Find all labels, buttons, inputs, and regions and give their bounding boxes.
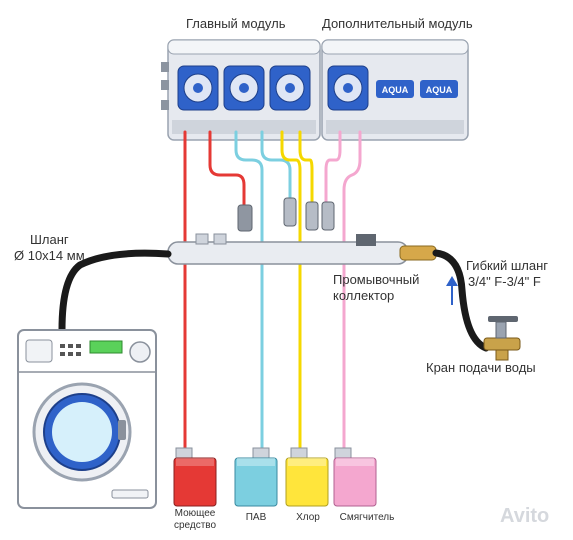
extra-module: AQUA AQUA: [321, 39, 469, 141]
hose-label-line2: Ø 10x14 мм: [14, 248, 85, 263]
canister-surfactant: [234, 447, 278, 507]
pump-head: [269, 65, 311, 111]
brand-badge: AQUA: [420, 80, 458, 98]
pink-tube: [324, 130, 342, 207]
dosing-tubes: [183, 130, 362, 457]
canister-chlorine: [285, 447, 329, 507]
cyan-tube: [234, 130, 264, 457]
extra-module-label: Дополнительный модуль: [322, 16, 473, 31]
washing-machine: [17, 329, 157, 509]
brand-badge-text: AQUA: [382, 85, 409, 95]
pump-head: [177, 65, 219, 111]
canister-softener-label: Смягчитель: [339, 512, 395, 523]
hose-label-line1: Шланг: [30, 232, 69, 247]
canister-chlorine-label: Хлор: [296, 512, 320, 523]
display-screen: [89, 340, 123, 354]
flex-hose: [432, 249, 490, 352]
collector-label-line2: коллектор: [333, 288, 395, 303]
brand-badge: AQUA: [376, 80, 414, 98]
red-tube: [208, 130, 246, 212]
water-hoses: [58, 249, 490, 352]
pump-head: [327, 65, 369, 111]
avito-watermark: Avito: [500, 505, 550, 527]
canister-softener: [333, 447, 377, 507]
canister-detergent-label-line1: Моющее: [174, 508, 216, 519]
flush-collector: [167, 233, 437, 265]
pink-tube: [342, 130, 362, 457]
yellow-tube: [280, 130, 302, 457]
dial-knob: [129, 341, 151, 363]
flex-hose-label-line1: Гибкий шланг: [466, 258, 549, 273]
canister-surfactant-label: ПАВ: [245, 512, 267, 523]
brand-badge-text: AQUA: [426, 85, 453, 95]
control-buttons: [60, 344, 81, 356]
cyan-tube: [260, 130, 292, 202]
canister-detergent: [173, 447, 217, 507]
pump-head: [223, 65, 265, 111]
water-valve: [483, 316, 521, 361]
flow-arrow-icon: [446, 276, 458, 305]
flex-hose-label-line2: 3/4" F-3/4" F: [468, 274, 541, 289]
check-valves: [237, 197, 335, 232]
main-module-label: Главный модуль: [186, 16, 286, 31]
yellow-tube: [298, 130, 314, 207]
collector-label-line1: Промывочный: [333, 272, 420, 287]
drain-hose: [58, 249, 172, 334]
canister-detergent-label-line2: средство: [173, 520, 217, 531]
main-module: [161, 39, 321, 141]
side-connectors: [161, 62, 169, 110]
water-valve-label: Кран подачи воды: [426, 360, 536, 375]
